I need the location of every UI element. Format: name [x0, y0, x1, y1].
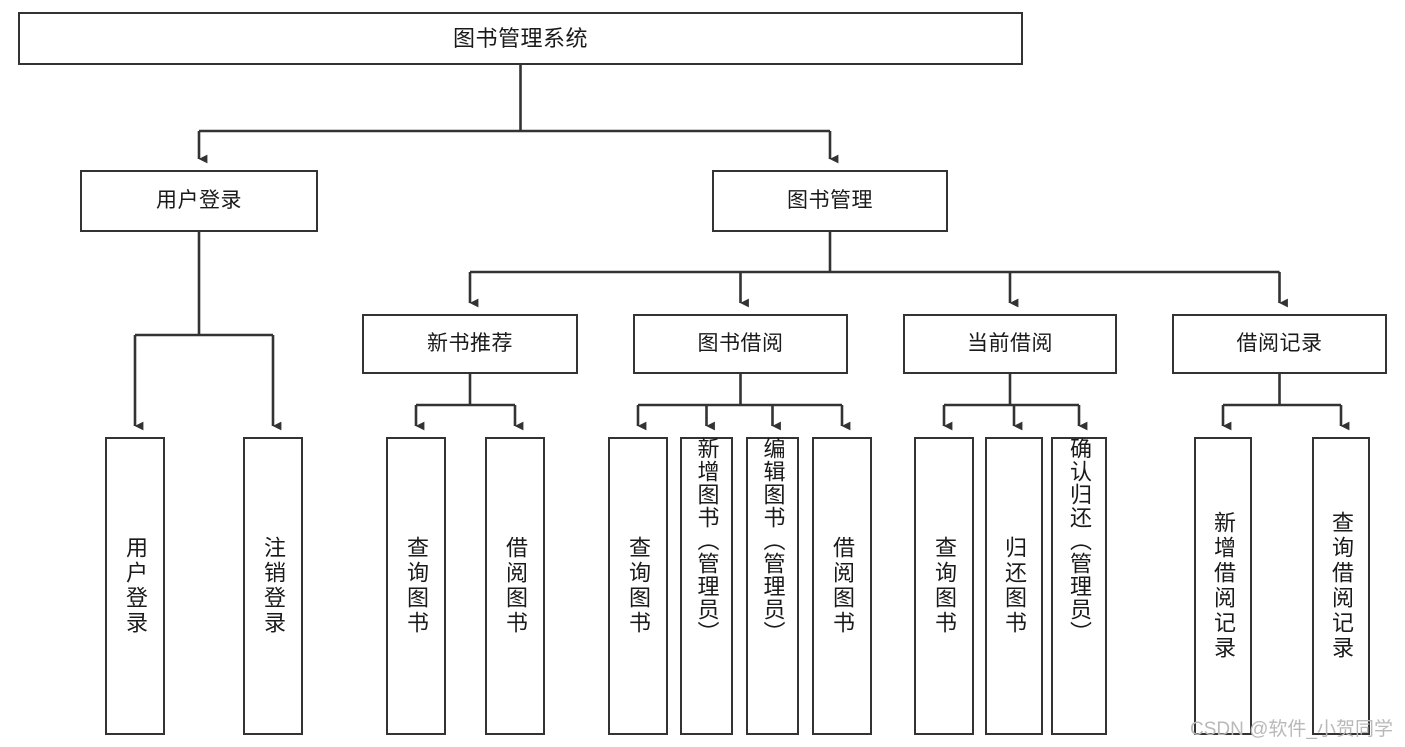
- node-current-borrow-label: 当前借阅: [967, 331, 1053, 355]
- node-user-login[interactable]: 用户登录: [80, 170, 318, 232]
- node-root-label: 图书管理系统: [452, 25, 588, 51]
- node-leaf-borrow-book-label: 借阅图书: [830, 536, 855, 636]
- node-leaf-confirm-return[interactable]: 确认归还（管理员）: [1051, 437, 1107, 735]
- node-leaf-edit-book[interactable]: 编辑图书（管理员）: [746, 437, 799, 735]
- node-leaf-user-login[interactable]: 用户登录: [105, 437, 165, 735]
- node-new-book-recommend-label: 新书推荐: [427, 331, 513, 355]
- node-leaf-query-borrow-record[interactable]: 查询借阅记录: [1312, 437, 1370, 735]
- node-book-borrow-label: 图书借阅: [697, 331, 784, 355]
- node-leaf-borrow-book-recommend-label: 借阅图书: [503, 536, 528, 636]
- node-borrow-records[interactable]: 借阅记录: [1172, 314, 1387, 374]
- node-leaf-logout[interactable]: 注销登录: [243, 437, 303, 735]
- node-book-borrow[interactable]: 图书借阅: [633, 314, 848, 374]
- node-book-management[interactable]: 图书管理: [712, 170, 948, 232]
- node-leaf-query-book-recommend-label: 查询图书: [404, 536, 429, 636]
- node-leaf-query-book-borrow-label: 查询图书: [626, 536, 651, 636]
- node-leaf-add-borrow-record[interactable]: 新增借阅记录: [1194, 437, 1252, 735]
- node-book-management-label: 图书管理: [787, 188, 873, 212]
- node-leaf-query-book-current[interactable]: 查询图书: [914, 437, 974, 735]
- node-leaf-query-book-current-label: 查询图书: [932, 536, 957, 636]
- node-leaf-confirm-return-label: 确认归还（管理员）: [1067, 437, 1092, 644]
- node-leaf-add-book[interactable]: 新增图书（管理员）: [680, 437, 733, 735]
- node-leaf-add-book-label: 新增图书（管理员）: [694, 437, 720, 644]
- node-leaf-query-book-recommend[interactable]: 查询图书: [386, 437, 446, 735]
- node-leaf-borrow-book-recommend[interactable]: 借阅图书: [485, 437, 545, 735]
- node-leaf-return-book-label: 归还图书: [1002, 536, 1027, 636]
- node-user-login-label: 用户登录: [156, 188, 242, 212]
- node-leaf-borrow-book[interactable]: 借阅图书: [812, 437, 872, 735]
- node-root[interactable]: 图书管理系统: [18, 12, 1023, 65]
- csdn-watermark: CSDN @软件_小贺同学: [1190, 719, 1393, 740]
- node-leaf-query-borrow-record-label: 查询借阅记录: [1329, 511, 1354, 661]
- node-new-book-recommend[interactable]: 新书推荐: [362, 314, 578, 374]
- node-leaf-add-borrow-record-label: 新增借阅记录: [1211, 511, 1236, 661]
- node-leaf-user-login-label: 用户登录: [123, 536, 148, 636]
- node-leaf-logout-label: 注销登录: [261, 536, 286, 636]
- node-current-borrow[interactable]: 当前借阅: [903, 314, 1117, 374]
- node-leaf-return-book[interactable]: 归还图书: [985, 437, 1043, 735]
- node-leaf-query-book-borrow[interactable]: 查询图书: [608, 437, 668, 735]
- node-leaf-edit-book-label: 编辑图书（管理员）: [760, 437, 786, 644]
- node-borrow-records-label: 借阅记录: [1236, 331, 1323, 355]
